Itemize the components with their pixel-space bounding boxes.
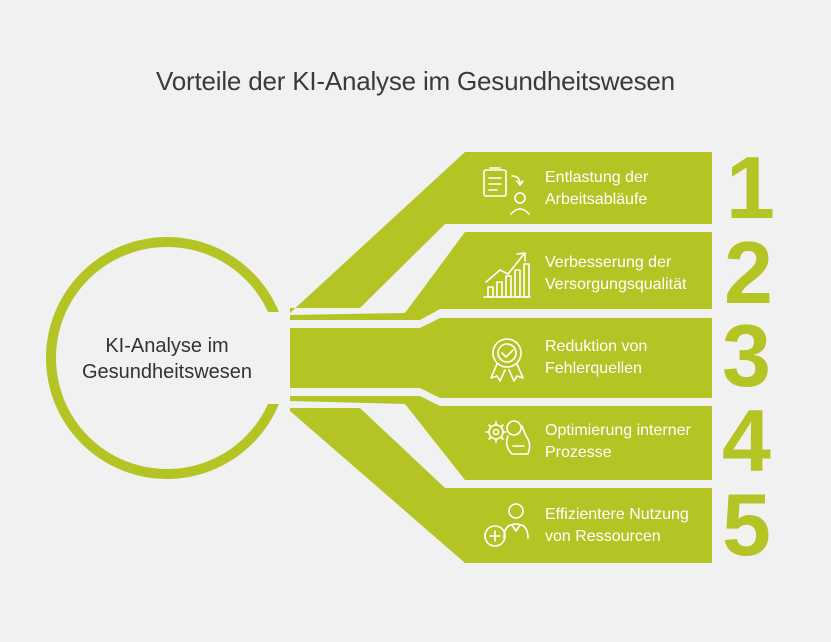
item-1-line1: Entlastung der	[545, 169, 649, 186]
item-5-line2: von Ressourcen	[545, 528, 661, 545]
medical-staff-icon	[484, 503, 529, 547]
item-3-line1: Reduktion von	[545, 338, 648, 355]
item-4-line2: Prozesse	[545, 444, 612, 461]
diagram-title: Vorteile der KI-Analyse im Gesundheitswe…	[156, 66, 675, 96]
item-1-line2: Arbeitsabläufe	[545, 191, 648, 208]
item-5-line1: Effizientere Nutzung	[545, 506, 689, 523]
band-1	[290, 152, 712, 313]
growth-chart-icon	[483, 252, 531, 298]
item-2-label: Verbesserung der Versorgungsqualität	[545, 252, 745, 296]
item-2-line2: Versorgungsqualität	[545, 276, 687, 293]
item-4-label: Optimierung interner Prozesse	[545, 420, 745, 464]
item-2-line1: Verbesserung der	[545, 254, 672, 271]
number-2: 2	[724, 223, 773, 322]
number-4: 4	[722, 391, 771, 490]
center-label-line2: Gesundheitswesen	[81, 361, 253, 383]
item-3-line2: Fehlerquellen	[545, 360, 642, 377]
number-3: 3	[722, 306, 771, 405]
quality-badge-icon	[490, 338, 524, 382]
gear-hand-icon	[485, 420, 531, 455]
item-4-line1: Optimierung interner	[545, 422, 691, 439]
center-label: KI-Analyse im Gesundheitswesen	[62, 333, 272, 385]
number-1: 1	[726, 138, 775, 237]
band-5	[290, 408, 712, 563]
item-5-label: Effizientere Nutzung von Ressourcen	[545, 504, 745, 548]
number-5: 5	[722, 475, 771, 574]
workflow-clipboard-icon	[483, 167, 530, 215]
band-2	[290, 232, 712, 320]
band-3	[290, 318, 712, 398]
item-3-label: Reduktion von Fehlerquellen	[545, 336, 745, 380]
center-label-line1: KI-Analyse im	[105, 335, 229, 357]
item-1-label: Entlastung der Arbeitsabläufe	[545, 167, 745, 211]
